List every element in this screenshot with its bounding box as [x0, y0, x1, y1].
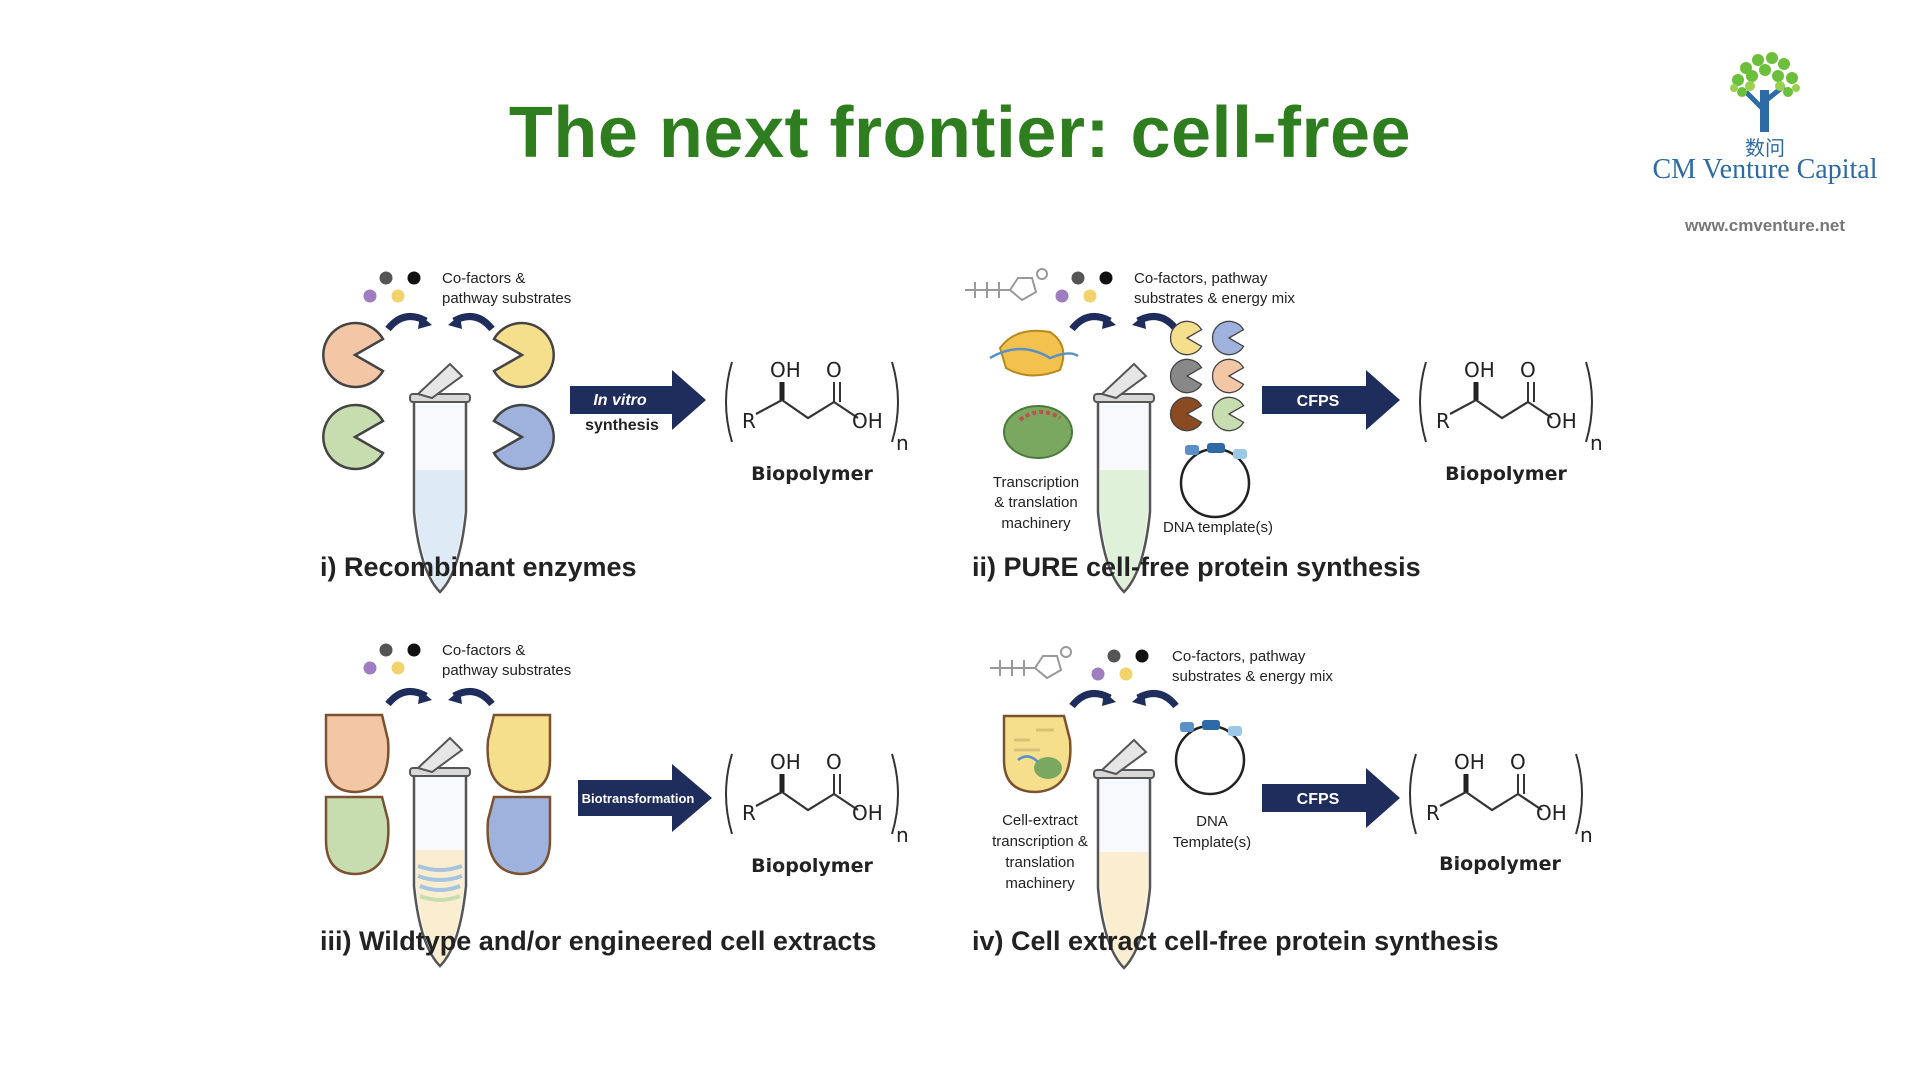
test-tube-icon — [408, 362, 472, 594]
enzyme-icon — [322, 321, 385, 389]
cofactor-label: Co-factors & — [442, 270, 525, 287]
hydroxyl-label: OH — [852, 409, 883, 433]
dna-template-label: DNA — [1196, 813, 1228, 830]
panel-pure-cfps: Co-factors, pathway substrates & energy … — [965, 268, 1603, 594]
cofactor-label: substrates & energy mix — [1134, 290, 1295, 307]
curved-arrows-icon — [1072, 315, 1176, 329]
biopolymer-label: Biopolymer — [1445, 463, 1567, 485]
cfps-arrow-icon — [1262, 768, 1400, 828]
logo-website-link[interactable]: www.cmventure.net — [1685, 216, 1845, 235]
hydroxyl-label: OH — [852, 801, 883, 825]
cofactor-label: substrates & energy mix — [1172, 668, 1333, 685]
repeat-n-label: n — [1580, 823, 1593, 847]
logo-company-name: CM Venture Capital — [1652, 154, 1878, 185]
cofactor-label: Co-factors, pathway — [1172, 648, 1306, 665]
panel-caption: iii) Wildtype and/or engineered cell ext… — [320, 926, 876, 956]
cofactor-dots-icon — [363, 271, 421, 303]
cofactor-label: pathway substrates — [442, 290, 571, 307]
cofactor-label: pathway substrates — [442, 662, 571, 679]
biotransformation-arrow-icon — [578, 764, 712, 832]
biopolymer-structure: OH O R OH n — [1420, 358, 1603, 455]
trna-icon — [990, 646, 1072, 680]
test-tube-icon — [1092, 738, 1156, 970]
trna-icon — [965, 268, 1048, 302]
repeat-n-label: n — [896, 431, 909, 455]
curved-arrows-icon — [1072, 692, 1176, 706]
curved-arrows-icon — [388, 315, 492, 329]
curved-arrows-icon — [388, 690, 492, 704]
hydroxyl-label: OH — [770, 750, 801, 774]
r-group-label: R — [1436, 409, 1450, 433]
cofactor-label: Co-factors & — [442, 642, 525, 659]
oxygen-label: O — [1520, 358, 1536, 382]
r-group-label: R — [1426, 801, 1440, 825]
enzyme-icon — [322, 403, 385, 471]
ribosome-icon — [989, 329, 1079, 377]
machinery-label: & translation — [994, 494, 1077, 511]
hydroxyl-label: OH — [1464, 358, 1495, 382]
panel-caption: ii) PURE cell-free protein synthesis — [972, 552, 1421, 582]
cofactor-dots-icon — [1091, 649, 1149, 681]
cell-extract-icon — [324, 713, 552, 876]
biopolymer-structure: OH O R OH n — [1410, 750, 1593, 847]
repeat-n-label: n — [896, 823, 909, 847]
enzyme-icon — [492, 321, 555, 389]
test-tube-icon — [1092, 362, 1156, 594]
arrow-label: In vitro — [593, 392, 647, 409]
hydroxyl-label: OH — [770, 358, 801, 382]
panel-caption: i) Recombinant enzymes — [320, 552, 637, 582]
dna-plasmid-icon — [1174, 718, 1246, 796]
oxygen-label: O — [1510, 750, 1526, 774]
biopolymer-label: Biopolymer — [1439, 853, 1561, 875]
translation-machinery-icon — [1003, 405, 1073, 459]
repeat-n-label: n — [1590, 431, 1603, 455]
in-vitro-arrow-icon — [570, 370, 706, 430]
cfps-arrow-icon — [1262, 370, 1400, 430]
oxygen-label: O — [826, 358, 842, 382]
panel-cell-extracts: Co-factors & pathway substrates Biotrans… — [320, 642, 909, 968]
cofactor-dots-icon — [363, 643, 421, 675]
r-group-label: R — [742, 409, 756, 433]
biopolymer-label: Biopolymer — [751, 463, 873, 485]
enzyme-icon — [492, 403, 555, 471]
cofactor-label: Co-factors, pathway — [1134, 270, 1268, 287]
dna-plasmid-icon — [1179, 441, 1251, 519]
biopolymer-label: Biopolymer — [751, 855, 873, 877]
machinery-label: transcription & — [992, 833, 1088, 850]
hydroxyl-label: OH — [1454, 750, 1485, 774]
arrow-label: CFPS — [1297, 791, 1340, 808]
biopolymer-structure: OH O R OH n — [726, 358, 909, 455]
cofactor-dots-icon — [1055, 271, 1113, 303]
logo-chinese-name: 数问 — [1745, 136, 1785, 160]
machinery-label: Cell-extract — [1002, 812, 1079, 829]
hydroxyl-label: OH — [1546, 409, 1577, 433]
enzyme-grid — [1169, 320, 1245, 432]
oxygen-label: O — [826, 750, 842, 774]
biopolymer-structure: OH O R OH n — [726, 750, 909, 847]
tree-logo-icon — [1730, 52, 1800, 132]
arrow-label: synthesis — [585, 417, 659, 434]
arrow-label: Biotransformation — [582, 791, 695, 806]
cell-extract-machinery-icon — [1002, 714, 1072, 794]
panel-cell-extract-cfps: Co-factors, pathway substrates & energy … — [972, 646, 1593, 970]
test-tube-icon — [408, 736, 472, 968]
arrow-label: CFPS — [1297, 393, 1340, 410]
machinery-label: machinery — [1001, 515, 1071, 532]
machinery-label: machinery — [1005, 875, 1075, 892]
dna-template-label: DNA template(s) — [1163, 519, 1273, 536]
machinery-label: Transcription — [993, 474, 1079, 491]
dna-template-label: Template(s) — [1173, 834, 1251, 851]
machinery-label: translation — [1005, 854, 1074, 871]
hydroxyl-label: OH — [1536, 801, 1567, 825]
company-logo: 数问 CM Venture Capital www.cmventure.net — [1650, 40, 1880, 240]
panel-recombinant-enzymes: Co-factors & pathway substrates In vitro… — [320, 270, 909, 594]
r-group-label: R — [742, 801, 756, 825]
panel-caption: iv) Cell extract cell-free protein synth… — [972, 926, 1499, 956]
slide-title: The next frontier: cell-free — [508, 93, 1412, 173]
